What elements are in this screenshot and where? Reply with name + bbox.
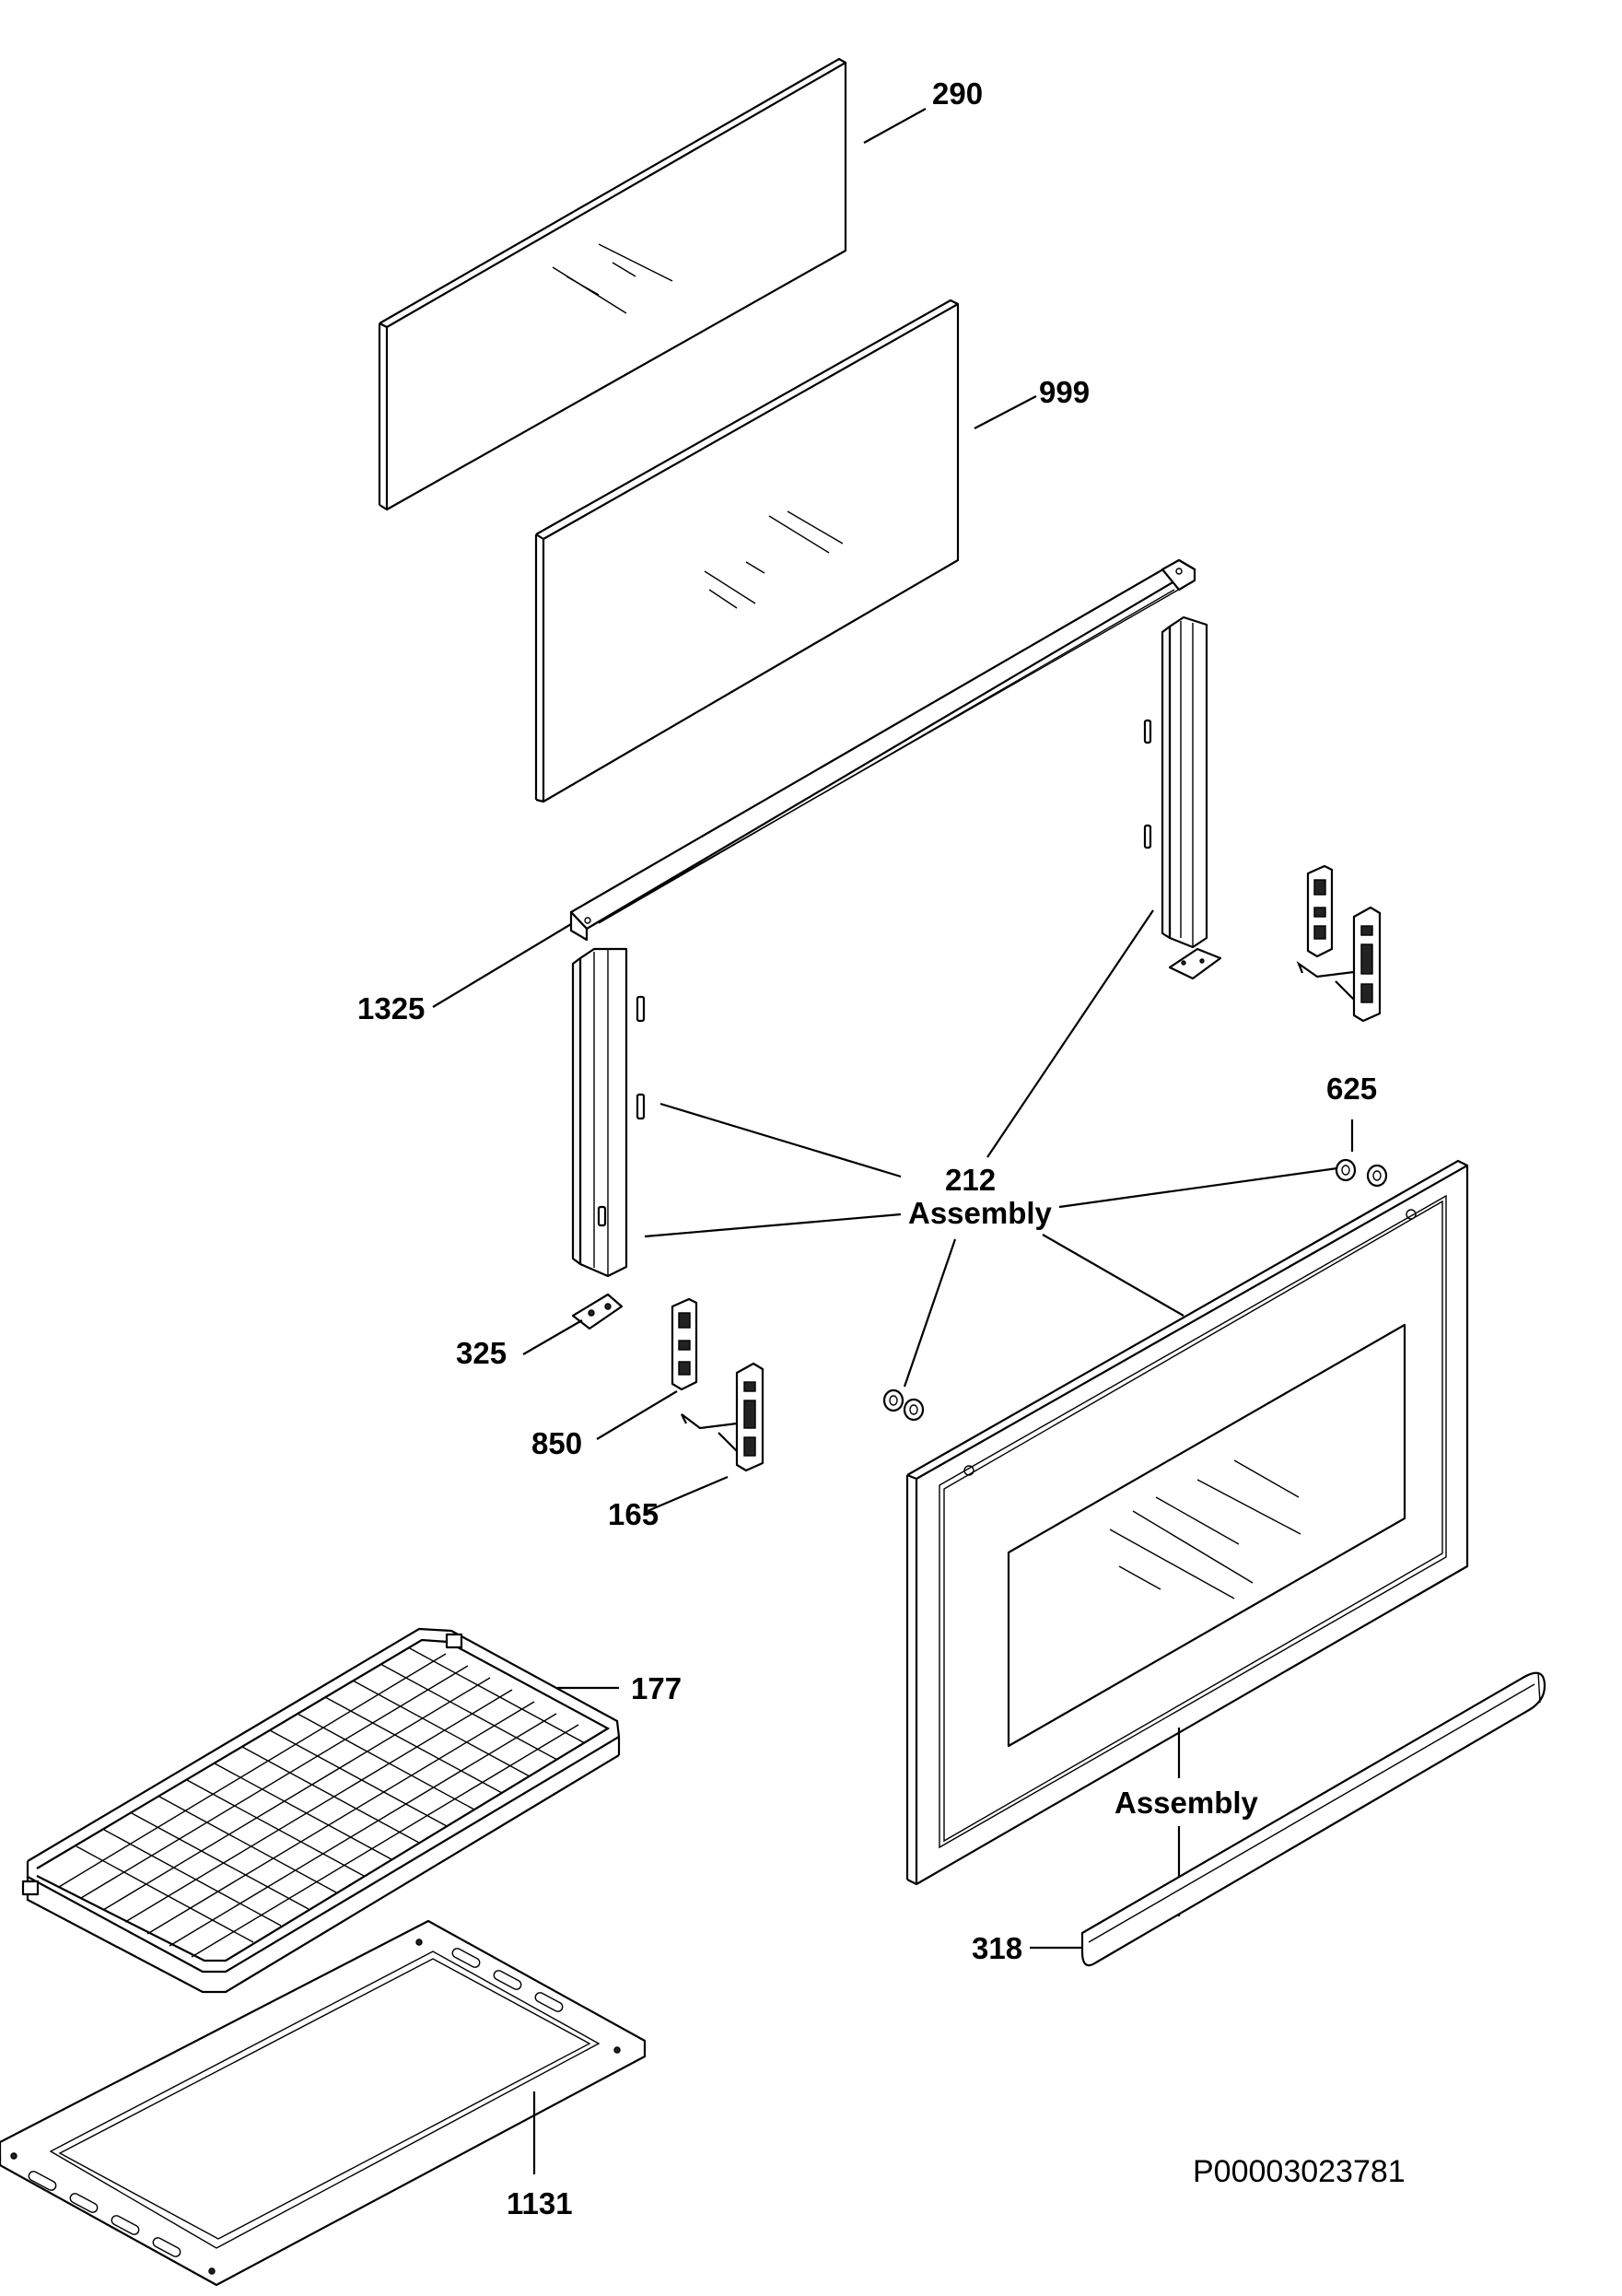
wire-shelf-177 xyxy=(21,1627,621,1994)
leader-290 xyxy=(863,108,927,144)
leader-212-to-left-channel-bottom xyxy=(644,1212,902,1238)
handle-318 xyxy=(1080,1671,1546,1967)
glass-panel-290 xyxy=(378,57,847,511)
leader-1325 xyxy=(432,923,572,1008)
left-channel-212 xyxy=(571,947,646,1278)
label-850: 850 xyxy=(531,1426,582,1460)
hinge-arm-165 xyxy=(681,1362,764,1472)
leader-212-to-right-channel xyxy=(986,909,1154,1158)
leader-212-to-door xyxy=(1042,1234,1184,1317)
label-325: 325 xyxy=(456,1336,507,1370)
label-212: 212 xyxy=(945,1163,996,1197)
plate-325 xyxy=(571,1293,624,1330)
glass-panel-999 xyxy=(534,299,960,803)
label-318: 318 xyxy=(972,1931,1022,1965)
leader-850 xyxy=(596,1390,678,1440)
label-door-assembly: Assembly xyxy=(1114,1786,1259,1820)
label-1325: 1325 xyxy=(357,991,425,1025)
bushings-625 xyxy=(1335,1158,1388,1188)
label-999: 999 xyxy=(1039,375,1090,409)
leader-212-to-left-channel-top xyxy=(659,1102,902,1178)
leader-999 xyxy=(974,395,1037,429)
label-290: 290 xyxy=(932,76,983,111)
bushings-door-left xyxy=(882,1388,925,1422)
oven-door-assembly xyxy=(905,1159,1469,1886)
leader-212-to-bushings-625 xyxy=(1058,1166,1338,1209)
hinge-set-right xyxy=(1296,864,1382,1023)
label-177: 177 xyxy=(631,1671,682,1705)
leader-325 xyxy=(522,1319,583,1355)
right-channel-212 xyxy=(1143,615,1222,980)
hinge-850 xyxy=(671,1297,698,1391)
tray-frame-1131 xyxy=(0,1919,647,2287)
leader-212-to-bushings-left xyxy=(903,1238,957,1388)
top-strip-1325 xyxy=(569,558,1196,942)
leader-165 xyxy=(647,1475,729,1513)
label-212-assembly: Assembly xyxy=(908,1196,1053,1230)
label-165: 165 xyxy=(608,1497,659,1531)
label-625: 625 xyxy=(1326,1072,1377,1106)
document-code: P00003023781 xyxy=(1193,2154,1406,2189)
label-1131: 1131 xyxy=(507,2186,573,2220)
